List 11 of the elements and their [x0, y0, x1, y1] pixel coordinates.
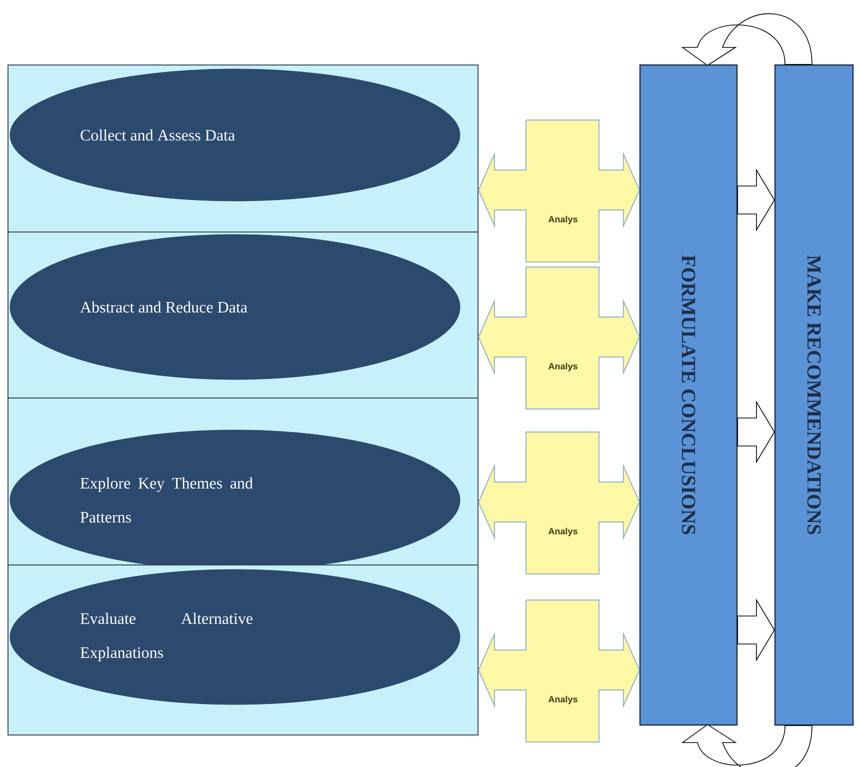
edge-label: Analys — [547, 694, 579, 706]
curved-arrow — [682, 724, 812, 767]
block-arrow — [737, 400, 775, 464]
stage-column: FORMULATE CONCLUSIONS — [639, 64, 738, 726]
curved-arrow — [682, 14, 812, 66]
stage-column: MAKE RECOMMENDATIONS — [774, 64, 854, 726]
edge-label: Analys — [547, 362, 579, 372]
block-arrow — [737, 168, 775, 232]
block-arrow — [737, 598, 775, 662]
edge-label: Analys — [547, 214, 579, 226]
edge-label: Analys — [547, 526, 579, 538]
